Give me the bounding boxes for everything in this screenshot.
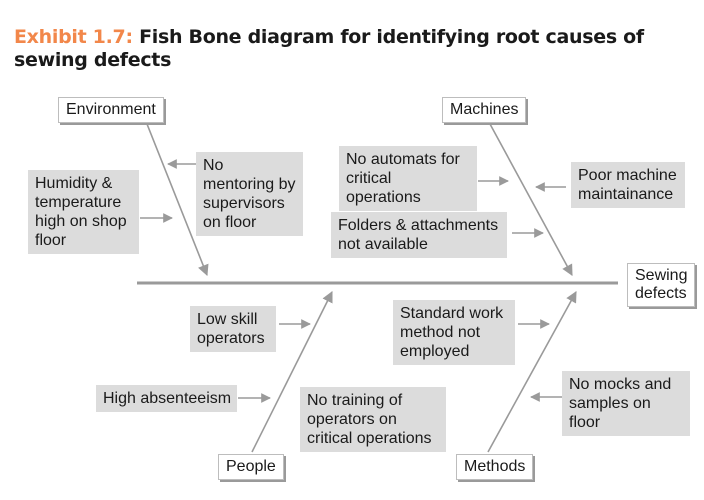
bone-methods — [487, 291, 577, 453]
bone-environment — [146, 123, 209, 277]
effect-label: Sewing defects — [635, 267, 688, 302]
cause-humidity: Humidity & temperature high on shop floo… — [28, 170, 139, 254]
title-text: Fish Bone diagram for identifying root c… — [14, 26, 644, 71]
exhibit-label: Exhibit 1.7: — [14, 26, 133, 48]
cause-no-training: No training of operators on critical ope… — [300, 387, 446, 452]
cause-folders: Folders & attachments not available — [331, 212, 507, 258]
cause-no-mocks: No mocks and samples on floor — [562, 371, 690, 436]
cause-poor-maintainance: Poor machine maintainance — [571, 162, 685, 208]
diagram-title: Exhibit 1.7: Fish Bone diagram for ident… — [14, 26, 694, 72]
cause-low-skill: Low skill operators — [190, 306, 276, 352]
category-methods: Methods — [456, 454, 534, 480]
category-environment: Environment — [58, 97, 164, 123]
category-machines: Machines — [442, 97, 527, 123]
bone-people — [251, 290, 333, 453]
cause-high-absenteeism: High absenteeism — [96, 385, 237, 412]
category-people: People — [218, 454, 284, 480]
bone-machines — [489, 123, 573, 276]
effect-box: Sewing defects — [627, 263, 695, 307]
cause-standard-method: Standard work method not employed — [393, 300, 515, 365]
cause-no-automats: No automats for critical operations — [339, 146, 477, 211]
cause-no-mentoring: No mentoring by supervisors on floor — [196, 152, 303, 236]
